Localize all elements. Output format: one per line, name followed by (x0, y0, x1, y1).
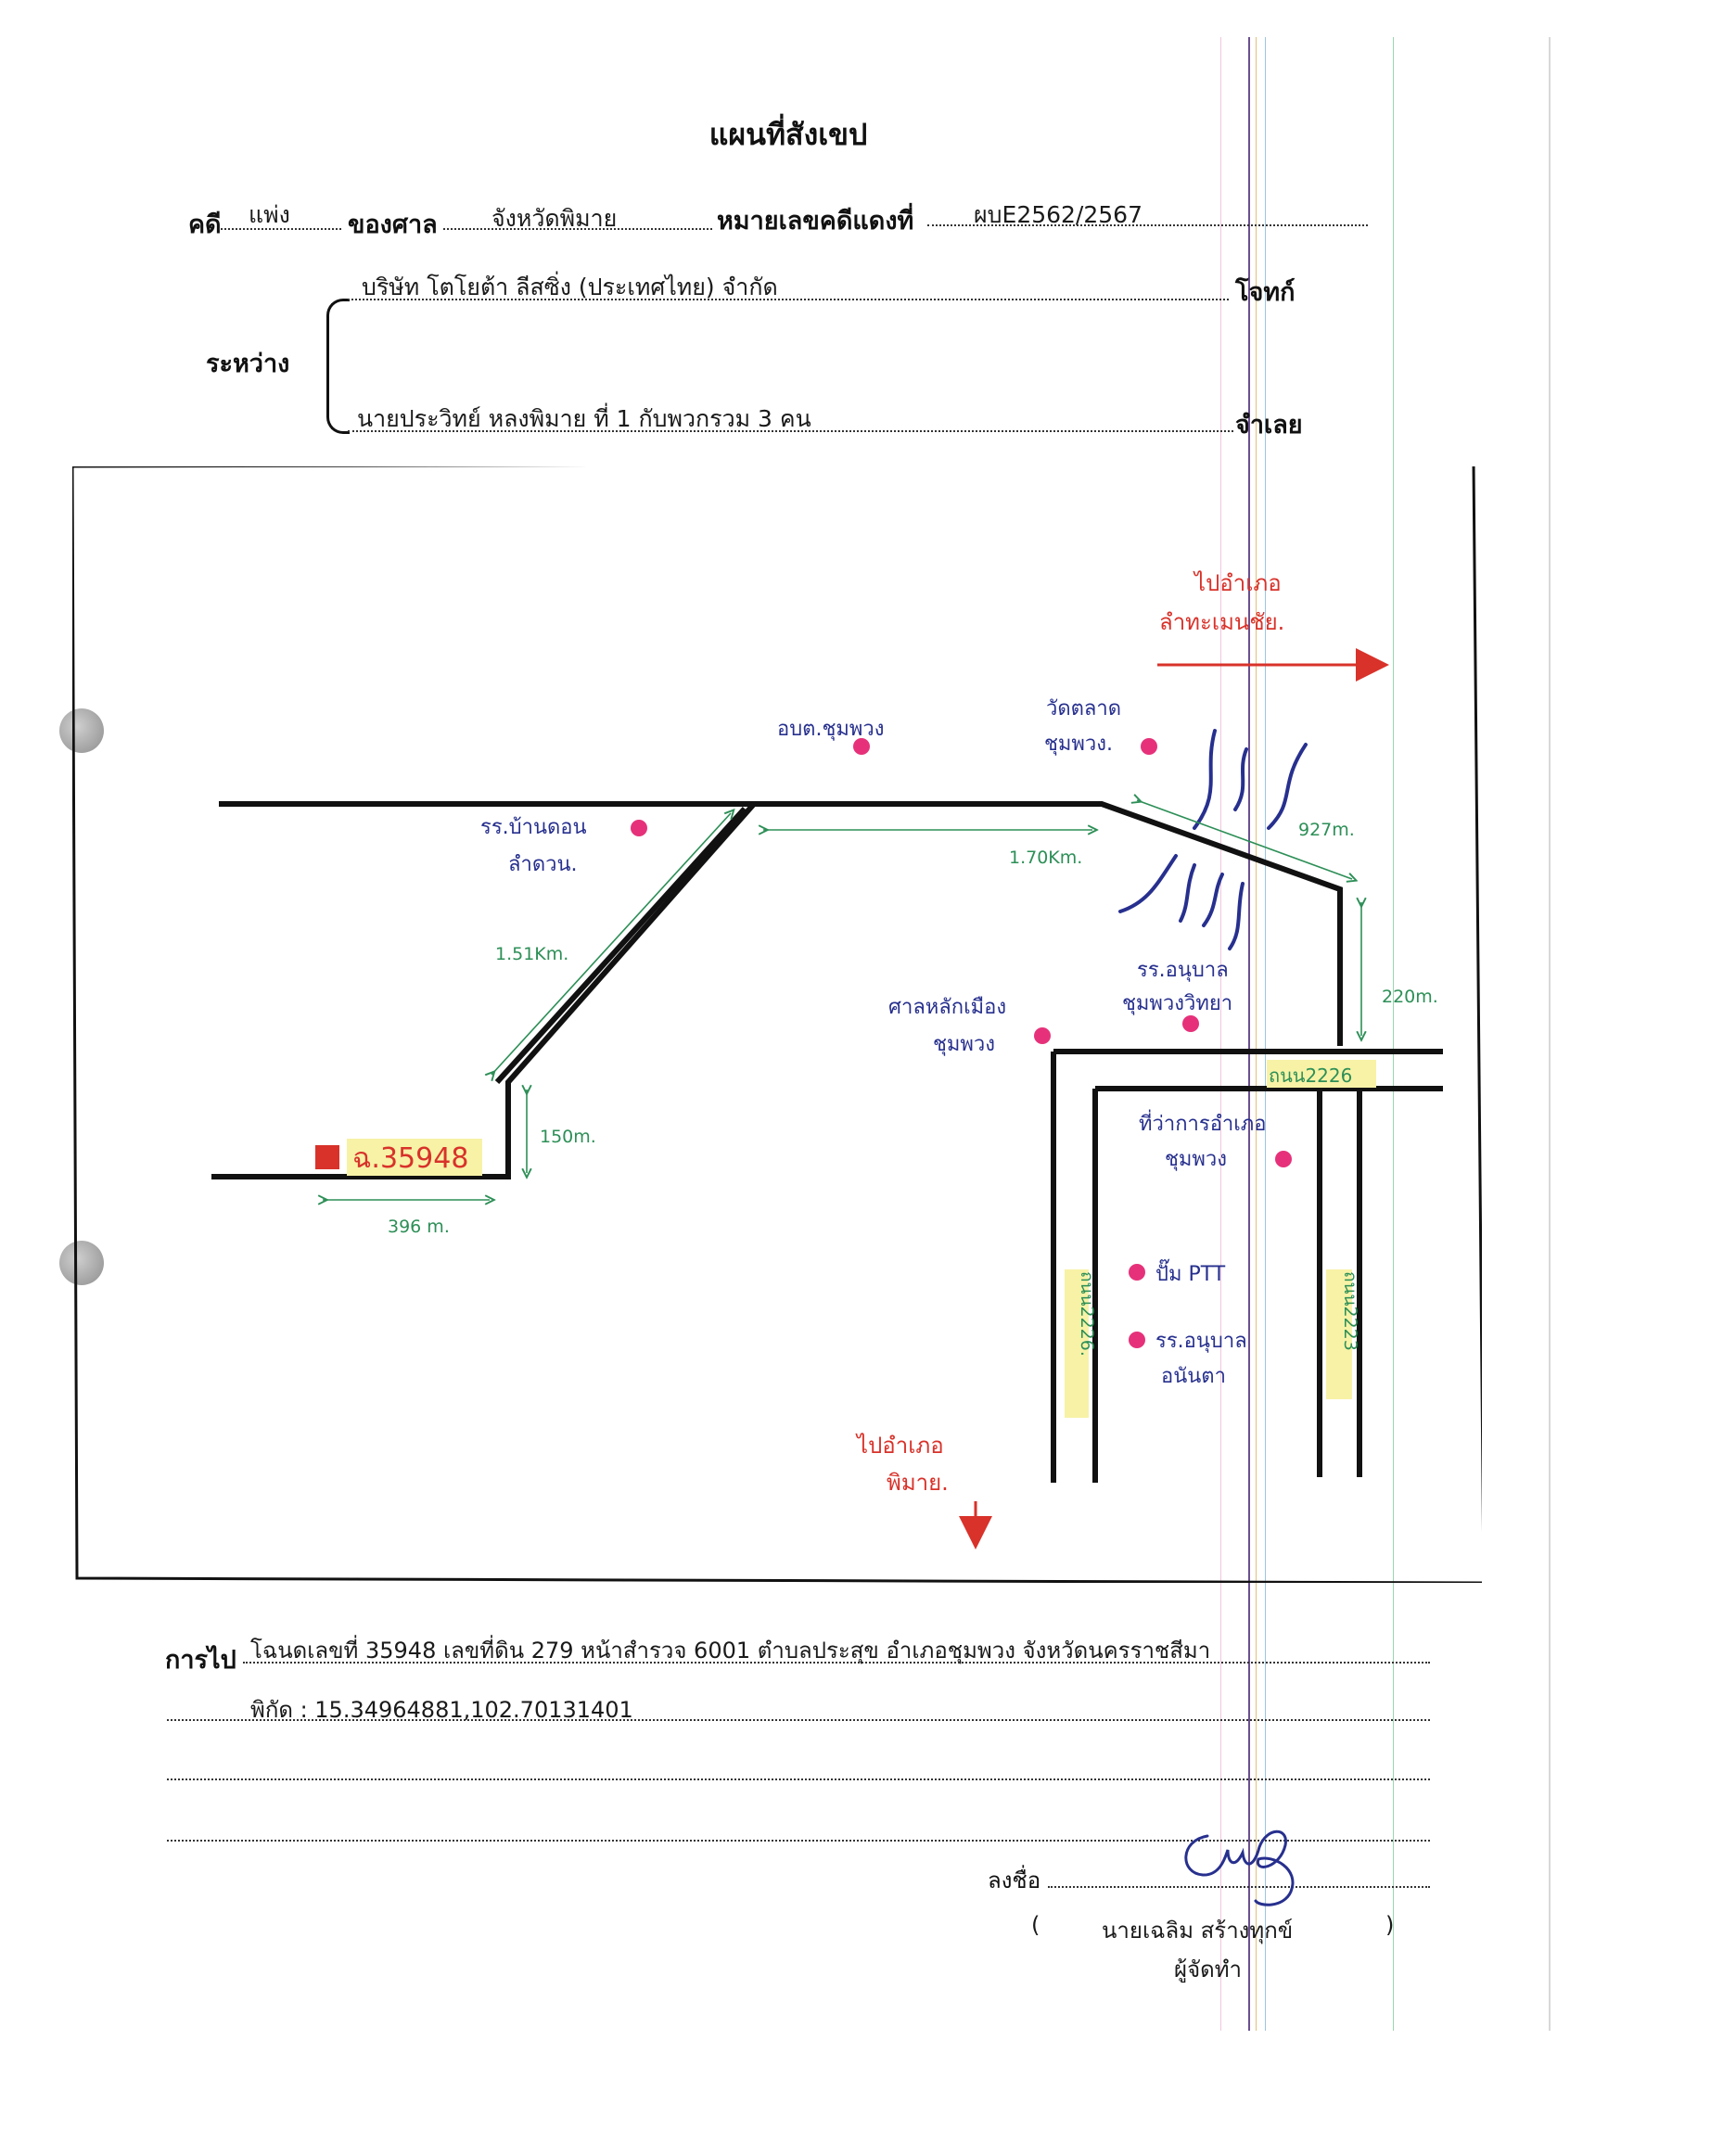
signer-name: นายเฉลิม สร้างทุกข์ (1102, 1918, 1294, 1944)
distance-396: 396 m. (388, 1217, 450, 1237)
red-case-no: ผบE2562/2567 (974, 201, 1142, 228)
scan-line (1265, 37, 1266, 2031)
river-marks (1118, 729, 1308, 950)
punch-hole-top (59, 708, 104, 753)
school-anuban-label-2: อนันตา (1161, 1365, 1226, 1388)
poi-city-pillar (1034, 1027, 1051, 1044)
between-brace (326, 299, 350, 434)
poi-school-anuban (1129, 1332, 1145, 1348)
poi-temple (1141, 738, 1157, 755)
directions-line-2: พิกัด : 15.34964881,102.70131401 (250, 1697, 633, 1723)
signer-role: ผู้จัดทำ (1174, 1957, 1243, 1982)
school-dondon-label-1: รร.บ้านดอน (480, 816, 587, 839)
subdistrict-office-label: อบต.ชุมพวง (777, 718, 885, 741)
directions-line-1: โฉนดเลขที่ 35948 เลขที่ดิน 279 หน้าสำรวจ… (250, 1638, 1211, 1664)
signer-close-paren: ) (1385, 1912, 1395, 1938)
sketch-map: ฉ.35948 1.70Km. 1.51Km. 927m. 220m. 150m… (70, 461, 1486, 1585)
ptt-label: ปั๊ม PTT (1155, 1258, 1226, 1286)
distance-151: 1.51Km. (495, 944, 568, 964)
scan-line (1220, 37, 1221, 2031)
to-lamthamenchai-2: ลำทะเมนชัย. (1159, 609, 1284, 635)
case-type: แพ่ง (249, 201, 290, 228)
court-name-line (443, 228, 712, 230)
defendant-role: จำเลย (1235, 411, 1303, 440)
to-lamthamenchai-1: ไปอำเภอ (1193, 570, 1282, 596)
directions-rule-2 (167, 1719, 1430, 1721)
road-2226-h-highlight (1267, 1060, 1376, 1088)
sketch-map-svg: ฉ.35948 1.70Km. 1.51Km. 927m. 220m. 150m… (70, 461, 1486, 1585)
between-label: ระหว่าง (206, 350, 290, 378)
school-dondon-label-2: ลำดวน. (508, 853, 578, 876)
sign-label: ลงชื่อ (988, 1868, 1041, 1893)
handwritten-signature (1184, 1829, 1295, 1906)
scan-line (1256, 37, 1257, 2031)
paper-edge (1549, 37, 1551, 2031)
deed-highlight (347, 1139, 482, 1176)
poi-school-dondon (631, 820, 647, 836)
red-case-line (927, 224, 1368, 226)
road-2226-v-label: ถนน2226. (1077, 1271, 1097, 1357)
district-office-label-2: ชุมพวง (1165, 1148, 1227, 1171)
road-2226-v-highlight (1065, 1269, 1089, 1418)
distance-220: 220m. (1382, 987, 1438, 1007)
red-case-label: หมายเลขคดีแดงที่ (717, 207, 914, 236)
directions-rule-3 (167, 1778, 1430, 1780)
page-title: แผนที่สังเขป (708, 117, 868, 152)
directions-rule-1 (243, 1662, 1430, 1664)
kindergarten-label-1: รร.อนุบาล (1137, 959, 1229, 982)
plaintiff: บริษัท โตโยต้า ลีสซิ่ง (ประเทศไทย) จำกัด (362, 274, 778, 300)
plaintiff-role: โจทก์ (1235, 278, 1296, 307)
road-diagonal (211, 802, 757, 1179)
school-anuban-label-1: รร.อนุบาล (1155, 1330, 1247, 1353)
court-label: ของศาล (348, 210, 438, 239)
poi-ptt (1129, 1264, 1145, 1281)
dimension-lines (323, 800, 1361, 1200)
defendant: นายประวิทย์ หลงพิมาย ที่ 1 กับพวกรวม 3 ค… (357, 405, 811, 432)
signer-open-paren: ( (1031, 1912, 1040, 1938)
distance-170: 1.70Km. (1009, 848, 1082, 868)
to-phimai-1: ไปอำเภอ (855, 1433, 944, 1459)
poi-kindergarten (1182, 1015, 1199, 1032)
distance-927: 927m. (1298, 820, 1355, 840)
place-labels: อบต.ชุมพวง วัดตลาด ชุมพวง. รร.บ้านดอน ลำ… (480, 697, 1267, 1388)
temple-label-2: ชุมพวง. (1044, 733, 1113, 756)
scan-line (1393, 37, 1394, 2031)
case-label: คดี (188, 210, 222, 239)
directions-rule-4 (167, 1840, 1430, 1842)
case-type-line (221, 228, 341, 230)
city-pillar-label-1: ศาลหลักเมือง (888, 996, 1006, 1019)
poi-district-office (1275, 1151, 1292, 1167)
sign-line (1048, 1886, 1430, 1888)
deed-marker (315, 1145, 339, 1169)
court-name: จังหวัดพิมาย (491, 205, 618, 232)
district-office-label-1: ที่ว่าการอำเภอ (1139, 1109, 1267, 1136)
directions-label: การไป (165, 1646, 236, 1675)
road-2226-h-label: ถนน2226 (1269, 1064, 1352, 1087)
city-pillar-label-2: ชุมพวง (933, 1033, 995, 1056)
road-2223-v-label: ถนน2223 (1340, 1271, 1360, 1351)
poi-subdistrict-office (853, 738, 870, 755)
punch-hole-bottom (59, 1241, 104, 1285)
kindergarten-label-2: ชุมพวงวิทยา (1122, 992, 1232, 1015)
distance-150: 150m. (540, 1127, 596, 1147)
plaintiff-line (348, 299, 1229, 300)
defendant-line (348, 430, 1233, 432)
scan-line (1248, 37, 1250, 2031)
road-2223-v-highlight (1326, 1269, 1352, 1399)
temple-label-1: วัดตลาด (1046, 697, 1121, 720)
deed-label: ฉ.35948 (352, 1142, 468, 1175)
direction-labels: ไปอำเภอ ลำทะเมนชัย. ไปอำเภอ พิมาย. (855, 570, 1284, 1496)
to-phimai-2: พิมาย. (887, 1470, 949, 1496)
